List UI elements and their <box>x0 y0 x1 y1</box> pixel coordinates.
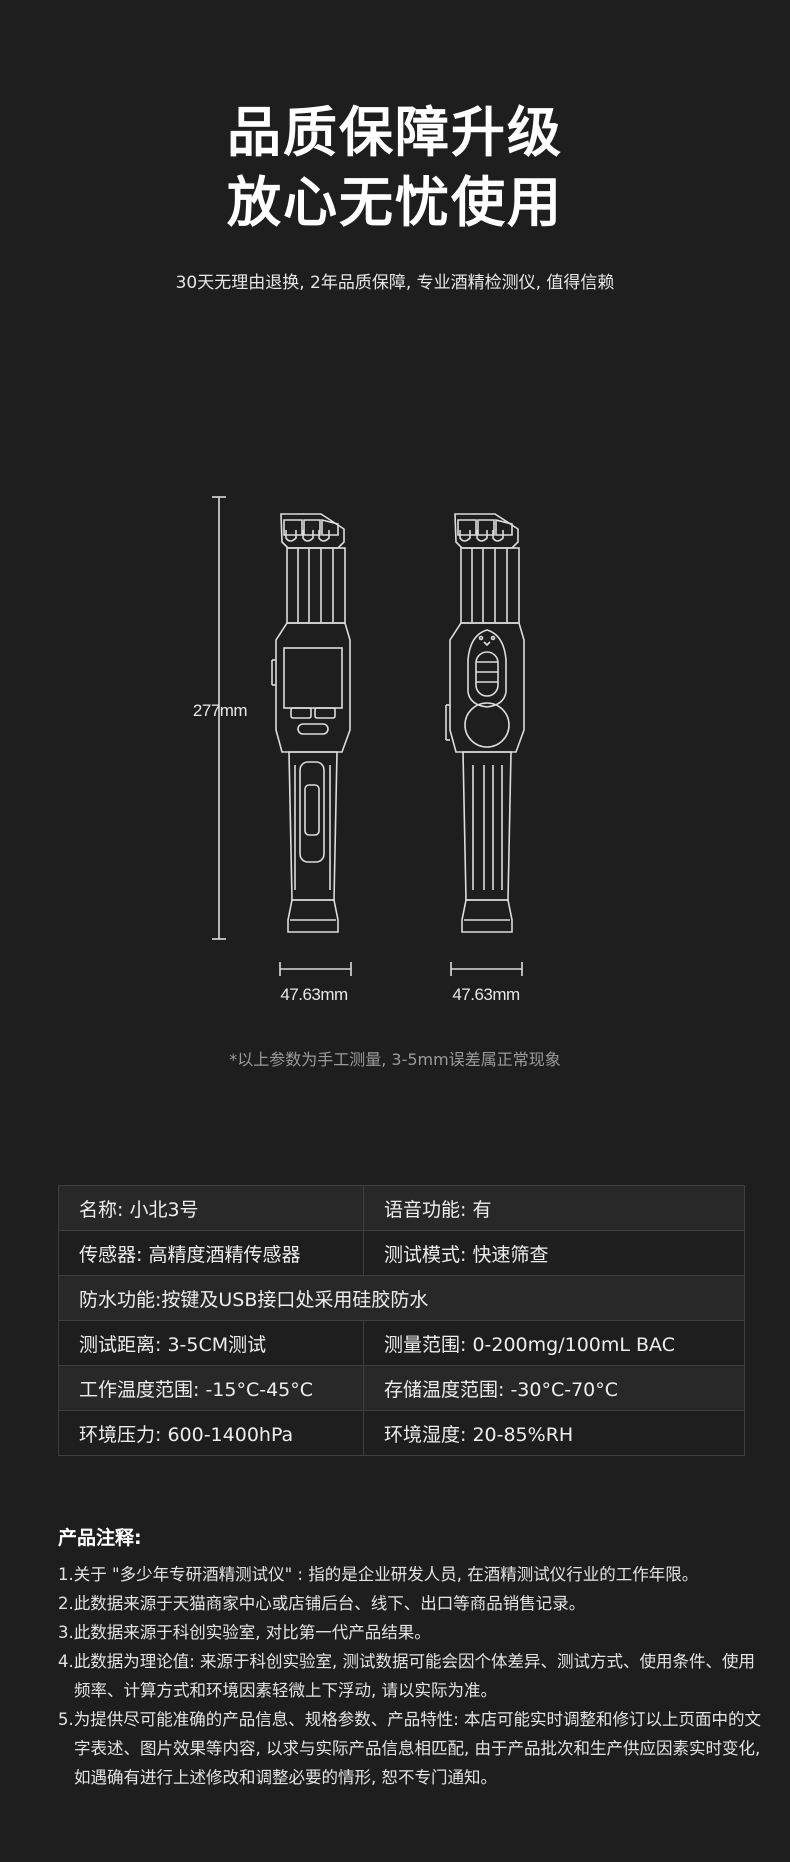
table-row: 传感器: 高精度酒精传感器 测试模式: 快速筛查 <box>58 1230 745 1276</box>
table-row: 名称: 小北3号 语音功能: 有 <box>58 1185 745 1231</box>
list-item: 5.为提供尽可能准确的产品信息、规格参数、产品特性: 本店可能实时调整和修订以上… <box>58 1710 762 1787</box>
table-row: 测试距离: 3-5CM测试 测量范围: 0-200mg/100mL BAC <box>58 1320 745 1366</box>
spec-cell: 环境压力: 600-1400hPa <box>58 1410 364 1456</box>
back-view-device <box>445 513 525 933</box>
spec-cell: 名称: 小北3号 <box>58 1185 364 1231</box>
back-width-label: 47.63mm <box>452 985 520 1004</box>
height-label: 277mm <box>193 701 248 720</box>
list-item: 3.此数据来源于科创实验室, 对比第一代产品结果。 <box>58 1623 431 1642</box>
front-view-device <box>271 513 351 933</box>
product-notes: 产品注释: 1.关于 "多少年专研酒精测试仪" : 指的是企业研发人员, 在酒精… <box>58 1523 770 1792</box>
spec-cell: 环境湿度: 20-85%RH <box>363 1410 745 1456</box>
height-dimension-line <box>212 496 226 940</box>
headline-line-2: 放心无忧使用 <box>227 171 563 234</box>
table-row: 环境压力: 600-1400hPa 环境湿度: 20-85%RH <box>58 1410 745 1456</box>
spec-cell: 测试距离: 3-5CM测试 <box>58 1320 364 1366</box>
headline-line-1: 品质保障升级 <box>227 101 563 164</box>
front-width-label: 47.63mm <box>280 985 348 1004</box>
spec-cell: 传感器: 高精度酒精传感器 <box>58 1230 364 1276</box>
product-dimension-diagram: 277mm 47.63mm 47.63mm <box>193 496 525 1004</box>
spec-cell: 测量范围: 0-200mg/100mL BAC <box>363 1320 745 1366</box>
spec-cell: 语音功能: 有 <box>363 1185 745 1231</box>
subtitle: 30天无理由退换, 2年品质保障, 专业酒精检测仪, 值得信赖 <box>175 273 615 293</box>
spec-table: 名称: 小北3号 语音功能: 有 传感器: 高精度酒精传感器 测试模式: 快速筛… <box>58 1185 745 1456</box>
spec-cell: 防水功能:按键及USB接口处采用硅胶防水 <box>58 1275 745 1321</box>
measurement-footnote: *以上参数为手工测量, 3-5mm误差属正常现象 <box>229 1050 561 1069</box>
table-row: 工作温度范围: -15°C-45°C 存储温度范围: -30°C-70°C <box>58 1365 745 1411</box>
notes-list: 1.关于 "多少年专研酒精测试仪" : 指的是企业研发人员, 在酒精测试仪行业的… <box>58 1560 770 1792</box>
spec-cell: 存储温度范围: -30°C-70°C <box>363 1365 745 1411</box>
spec-cell: 测试模式: 快速筛查 <box>363 1230 745 1276</box>
list-item: 1.关于 "多少年专研酒精测试仪" : 指的是企业研发人员, 在酒精测试仪行业的… <box>58 1565 699 1584</box>
list-item: 2.此数据来源于天猫商家中心或店铺后台、线下、出口等商品销售记录。 <box>58 1594 586 1613</box>
spec-cell: 工作温度范围: -15°C-45°C <box>58 1365 364 1411</box>
list-item: 4.此数据为理论值: 来源于科创实验室, 测试数据可能会因个体差异、测试方式、使… <box>58 1652 756 1700</box>
back-width-dimension-line <box>450 962 523 976</box>
front-width-dimension-line <box>279 962 352 976</box>
notes-title: 产品注释: <box>58 1527 142 1549</box>
table-row: 防水功能:按键及USB接口处采用硅胶防水 <box>58 1275 745 1321</box>
